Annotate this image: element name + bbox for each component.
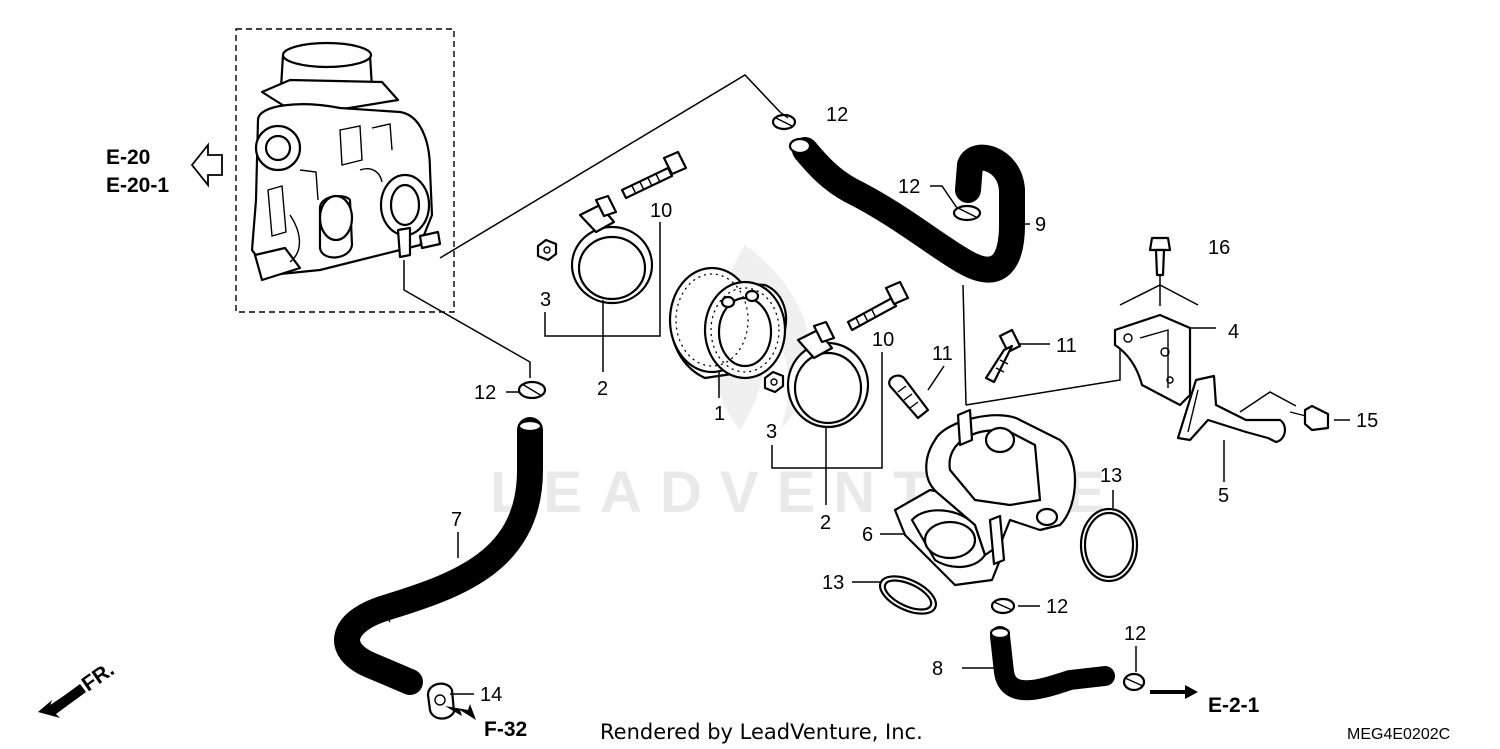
ref-e20[interactable]: E-20	[106, 146, 150, 169]
part-10-bolt-lower[interactable]	[846, 280, 910, 332]
hollow-arrow-left-icon	[190, 142, 223, 188]
ref-e2-1[interactable]: E-2-1	[1208, 694, 1260, 717]
carburetor-assembly[interactable]	[235, 28, 455, 313]
solid-arrow-right-icon	[445, 704, 476, 720]
part-12-clamp-right[interactable]	[1122, 672, 1146, 692]
part-2-band-upper[interactable]	[570, 194, 654, 305]
callout-3-lower[interactable]: 3	[766, 421, 777, 443]
part-12-clamp-top[interactable]	[771, 111, 797, 131]
solid-arrow-right-icon	[1150, 685, 1198, 699]
callout-12-left[interactable]: 12	[474, 382, 496, 404]
callout-11-left[interactable]: 11	[932, 343, 953, 365]
callout-11-right[interactable]: 11	[1056, 335, 1077, 357]
callout-5[interactable]: 5	[1218, 485, 1229, 507]
callout-16[interactable]: 16	[1208, 237, 1230, 259]
part-11-bolt-left[interactable]	[888, 374, 930, 420]
part-12-clamp-hose9[interactable]	[952, 204, 982, 222]
rendered-by-credit: Rendered by LeadVenture, Inc.	[600, 720, 923, 744]
diagram-code: MEG4E0202C	[1347, 726, 1450, 743]
ref-e20-group[interactable]: E-20 E-20-1	[106, 142, 223, 197]
part-11-bolt-right[interactable]	[984, 328, 1022, 384]
callout-9[interactable]: 9	[1035, 214, 1046, 236]
callout-12-right[interactable]: 12	[1124, 623, 1146, 645]
callout-13-large[interactable]: 13	[1100, 465, 1122, 487]
ref-e20-1[interactable]: E-20-1	[106, 174, 169, 197]
part-12-clamp-left[interactable]	[517, 380, 547, 400]
part-14-clip[interactable]	[426, 682, 456, 720]
part-13-oring-large[interactable]	[1079, 507, 1139, 583]
ref-f32[interactable]: F-32	[484, 718, 527, 741]
part-12-clamp-lower[interactable]	[990, 597, 1016, 615]
part-13-oring-small[interactable]	[874, 569, 941, 622]
part-5-stay[interactable]	[1176, 374, 1286, 444]
part-3-nut-upper[interactable]	[536, 238, 558, 262]
callout-6[interactable]: 6	[862, 524, 873, 546]
callout-2-lower[interactable]: 2	[820, 512, 831, 534]
callout-7[interactable]: 7	[451, 509, 462, 531]
part-16-bolt[interactable]	[1148, 236, 1172, 277]
callout-12-top[interactable]: 12	[826, 104, 848, 126]
callout-2-upper[interactable]: 2	[597, 378, 608, 400]
part-10-bolt-upper[interactable]	[620, 150, 688, 200]
part-9-hose[interactable]	[788, 137, 1025, 283]
front-arrow-icon	[38, 684, 86, 718]
callout-4[interactable]: 4	[1228, 321, 1239, 343]
callout-10-upper[interactable]: 10	[650, 200, 672, 222]
part-6-intake-pipe[interactable]	[893, 408, 1076, 587]
callout-10-lower[interactable]: 10	[872, 329, 894, 351]
callout-13-small[interactable]: 13	[822, 572, 844, 594]
callout-15[interactable]: 15	[1356, 410, 1378, 432]
part-1-insulator[interactable]	[668, 266, 788, 380]
callout-12-hose9[interactable]: 12	[898, 176, 920, 198]
callout-8[interactable]: 8	[932, 658, 943, 680]
part-15-bolt[interactable]	[1289, 404, 1330, 432]
callout-14[interactable]: 14	[480, 684, 502, 706]
part-3-nut-lower[interactable]	[763, 370, 785, 394]
callout-1[interactable]: 1	[714, 403, 725, 425]
part-4-bracket[interactable]	[1113, 313, 1192, 407]
part-8-hose[interactable]	[989, 626, 1115, 701]
part-2-band-lower[interactable]	[786, 320, 870, 429]
callout-3-upper[interactable]: 3	[540, 289, 551, 311]
callout-12-lower[interactable]: 12	[1046, 596, 1068, 618]
part-7-hose[interactable]	[334, 417, 543, 695]
